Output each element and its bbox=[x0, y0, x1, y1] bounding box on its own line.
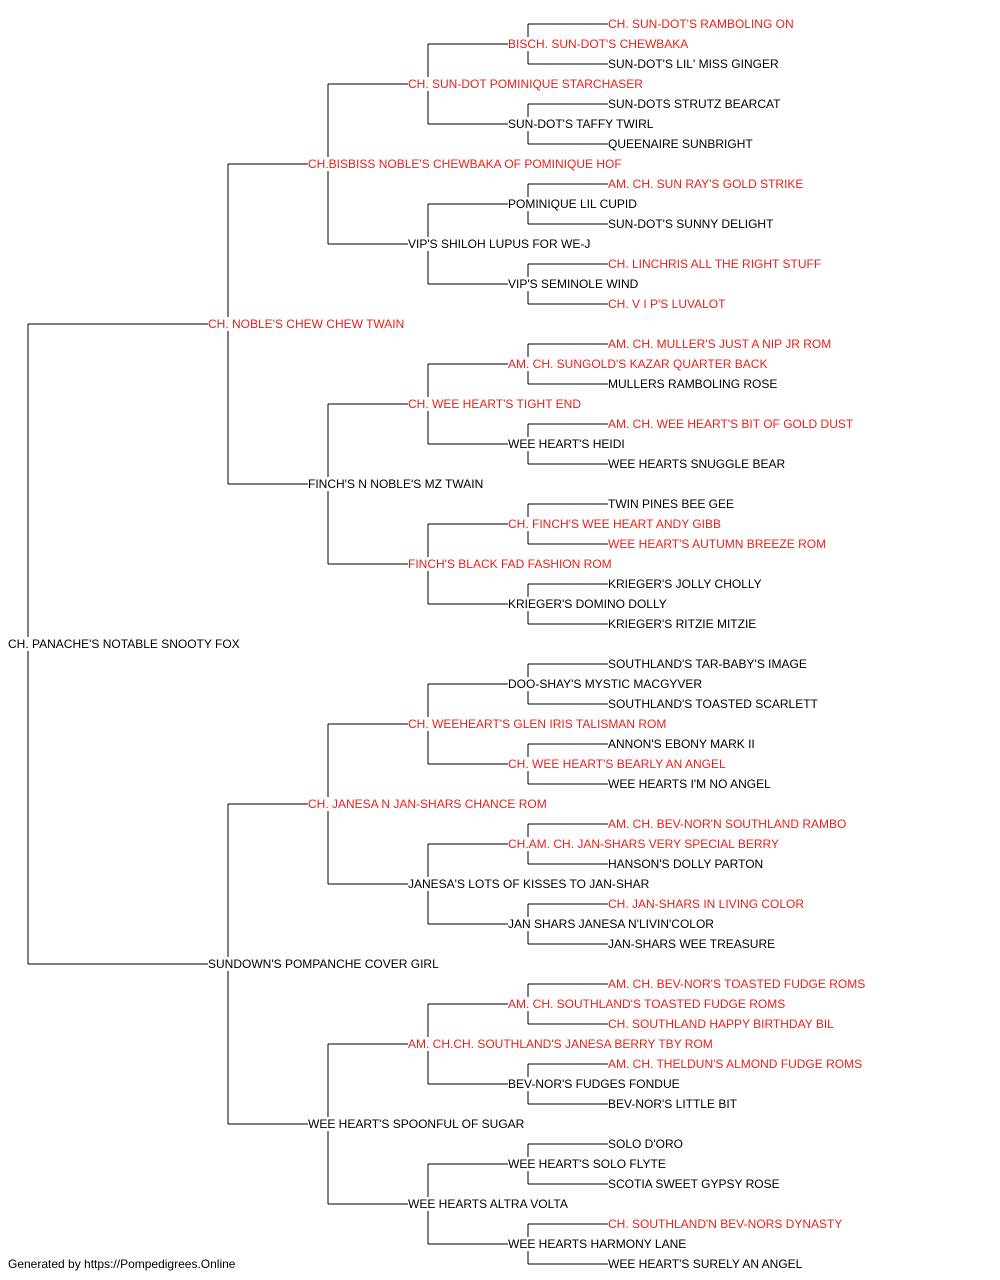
ancestor-name: WEE HEART'S SOLO FLYTE bbox=[508, 1157, 668, 1171]
subject-dog-name: CH. PANACHE'S NOTABLE SNOOTY FOX bbox=[8, 637, 242, 651]
ancestor-name: SCOTIA SWEET GYPSY ROSE bbox=[608, 1177, 782, 1191]
ancestor-name: AM. CH. WEE HEART'S BIT OF GOLD DUST bbox=[608, 417, 856, 431]
ancestor-name: KRIEGER'S DOMINO DOLLY bbox=[508, 597, 669, 611]
ancestor-name: QUEENAIRE SUNBRIGHT bbox=[608, 137, 755, 151]
ancestor-name: AM. CH. SUNGOLD'S KAZAR QUARTER BACK bbox=[508, 357, 770, 371]
ancestor-name: WEE HEARTS I'M NO ANGEL bbox=[608, 777, 773, 791]
ancestor-name: POMINIQUE LIL CUPID bbox=[508, 197, 639, 211]
ancestor-name: SUN-DOT'S LIL' MISS GINGER bbox=[608, 57, 781, 71]
ancestor-name: CH. SOUTHLAND HAPPY BIRTHDAY BIL bbox=[608, 1017, 836, 1031]
generated-by-footer: Generated by https://Pompedigrees.Online bbox=[8, 1257, 236, 1271]
ancestor-name: AM. CH. THELDUN'S ALMOND FUDGE ROMS bbox=[608, 1057, 865, 1071]
ancestor-name: CH.BISBISS NOBLE'S CHEWBAKA OF POMINIQUE… bbox=[308, 157, 624, 171]
ancestor-name: FINCH'S N NOBLE'S MZ TWAIN bbox=[308, 477, 486, 491]
ancestor-name: CH. WEE HEART'S TIGHT END bbox=[408, 397, 583, 411]
ancestor-name: WEE HEART'S SPOONFUL OF SUGAR bbox=[308, 1117, 527, 1131]
ancestor-name: MULLERS RAMBOLING ROSE bbox=[608, 377, 780, 391]
ancestor-name: TWIN PINES BEE GEE bbox=[608, 497, 737, 511]
ancestor-name: VIP'S SEMINOLE WIND bbox=[508, 277, 641, 291]
ancestor-name: DOO-SHAY'S MYSTIC MACGYVER bbox=[508, 677, 705, 691]
ancestor-name: WEE HEARTS HARMONY LANE bbox=[508, 1237, 689, 1251]
ancestor-name: JANESA'S LOTS OF KISSES TO JAN-SHAR bbox=[408, 877, 652, 891]
ancestor-name: KRIEGER'S RITZIE MITZIE bbox=[608, 617, 759, 631]
ancestor-name: CH.AM. CH. JAN-SHARS VERY SPECIAL BERRY bbox=[508, 837, 781, 851]
ancestor-name: HANSON'S DOLLY PARTON bbox=[608, 857, 766, 871]
ancestor-name: SOUTHLAND'S TAR-BABY'S IMAGE bbox=[608, 657, 809, 671]
ancestor-name: AM. CH. MULLER'S JUST A NIP JR ROM bbox=[608, 337, 834, 351]
ancestor-name: BISCH. SUN-DOT'S CHEWBAKA bbox=[508, 37, 691, 51]
ancestor-name: JAN SHARS JANESA N'LIVIN'COLOR bbox=[508, 917, 716, 931]
ancestor-name: KRIEGER'S JOLLY CHOLLY bbox=[608, 577, 764, 591]
ancestor-name: SUNDOWN'S POMPANCHE COVER GIRL bbox=[208, 957, 441, 971]
ancestor-name: VIP'S SHILOH LUPUS FOR WE-J bbox=[408, 237, 593, 251]
ancestor-name: WEE HEART'S HEIDI bbox=[508, 437, 627, 451]
ancestor-name: SUN-DOT'S SUNNY DELIGHT bbox=[608, 217, 776, 231]
ancestor-name: AM. CH.CH. SOUTHLAND'S JANESA BERRY TBY … bbox=[408, 1037, 715, 1051]
ancestor-name: SOLO D'ORO bbox=[608, 1137, 685, 1151]
ancestor-name: CH. JANESA N JAN-SHARS CHANCE ROM bbox=[308, 797, 549, 811]
ancestor-name: CH. FINCH'S WEE HEART ANDY GIBB bbox=[508, 517, 723, 531]
ancestor-name: AM. CH. SUN RAY'S GOLD STRIKE bbox=[608, 177, 806, 191]
ancestor-name: WEE HEARTS SNUGGLE BEAR bbox=[608, 457, 788, 471]
ancestor-name: WEE HEARTS ALTRA VOLTA bbox=[408, 1197, 570, 1211]
ancestor-name: FINCH'S BLACK FAD FASHION ROM bbox=[408, 557, 614, 571]
ancestor-name: AM. CH. SOUTHLAND'S TOASTED FUDGE ROMS bbox=[508, 997, 788, 1011]
ancestor-name: ANNON'S EBONY MARK II bbox=[608, 737, 757, 751]
ancestor-name: CH. SOUTHLAND'N BEV-NORS DYNASTY bbox=[608, 1217, 845, 1231]
ancestor-name: CH. SUN-DOT'S RAMBOLING ON bbox=[608, 17, 796, 31]
ancestor-name: CH. SUN-DOT POMINIQUE STARCHASER bbox=[408, 77, 645, 91]
ancestor-name: SOUTHLAND'S TOASTED SCARLETT bbox=[608, 697, 820, 711]
ancestor-name: BEV-NOR'S LITTLE BIT bbox=[608, 1097, 739, 1111]
ancestor-name: CH. WEEHEART'S GLEN IRIS TALISMAN ROM bbox=[408, 717, 669, 731]
ancestor-name: CH. WEE HEART'S BEARLY AN ANGEL bbox=[508, 757, 728, 771]
ancestor-name: WEE HEART'S AUTUMN BREEZE ROM bbox=[608, 537, 829, 551]
ancestor-name: CH. JAN-SHARS IN LIVING COLOR bbox=[608, 897, 807, 911]
ancestor-name: SUN-DOTS STRUTZ BEARCAT bbox=[608, 97, 783, 111]
ancestor-name: BEV-NOR'S FUDGES FONDUE bbox=[508, 1077, 682, 1091]
ancestor-name: CH. NOBLE'S CHEW CHEW TWAIN bbox=[208, 317, 407, 331]
ancestor-name: CH. V I P'S LUVALOT bbox=[608, 297, 728, 311]
ancestor-name: SUN-DOT'S TAFFY TWIRL bbox=[508, 117, 656, 131]
ancestor-name: JAN-SHARS WEE TREASURE bbox=[608, 937, 778, 951]
ancestor-name: AM. CH. BEV-NOR'S TOASTED FUDGE ROMS bbox=[608, 977, 868, 991]
ancestor-name: WEE HEART'S SURELY AN ANGEL bbox=[608, 1257, 805, 1271]
ancestor-name: AM. CH. BEV-NOR'N SOUTHLAND RAMBO bbox=[608, 817, 849, 831]
ancestor-name: CH. LINCHRIS ALL THE RIGHT STUFF bbox=[608, 257, 824, 271]
